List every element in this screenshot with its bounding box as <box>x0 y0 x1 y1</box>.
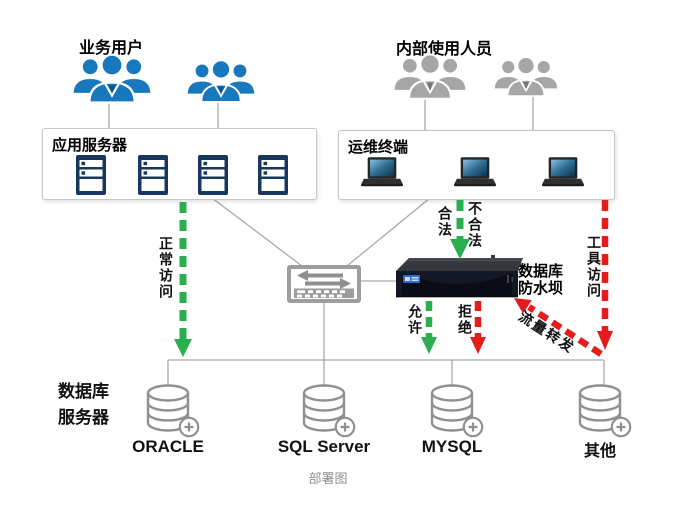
business-users-label: 业务用户 <box>79 40 144 57</box>
db-label-oracle: ORACLE <box>132 437 204 456</box>
internal-users-label: 内部使用人员 <box>396 41 493 58</box>
database-servers-label-line2: 服务器 <box>58 408 109 427</box>
ops-terminal-box-label: 运维终端 <box>348 139 409 156</box>
app-server-box-label: 应用服务器 <box>52 137 128 154</box>
legal-label: 合法 <box>437 206 453 238</box>
deny-label: 拒绝 <box>457 304 473 336</box>
firewall-label-line1: 数据库 <box>518 263 564 280</box>
database-servers-label: 数据库 服务器 <box>58 379 109 431</box>
db-label-other: 其他 <box>583 443 616 460</box>
firewall-label-line2: 防水坝 <box>518 280 564 297</box>
normal-access-label: 正常访问 <box>158 236 174 300</box>
firewall-label: 数据库 防水坝 <box>518 263 563 297</box>
diagram-caption: 部署图 <box>308 471 348 486</box>
allow-label: 允许 <box>407 304 423 336</box>
tool-access-label: 工具访问 <box>586 235 602 299</box>
database-servers-label-line1: 数据库 <box>58 382 109 401</box>
db-label-mysql: MYSQL <box>421 437 483 456</box>
illegal-label: 不合法 <box>467 201 483 249</box>
db-label-sqlserver: SQL Server <box>277 437 371 456</box>
